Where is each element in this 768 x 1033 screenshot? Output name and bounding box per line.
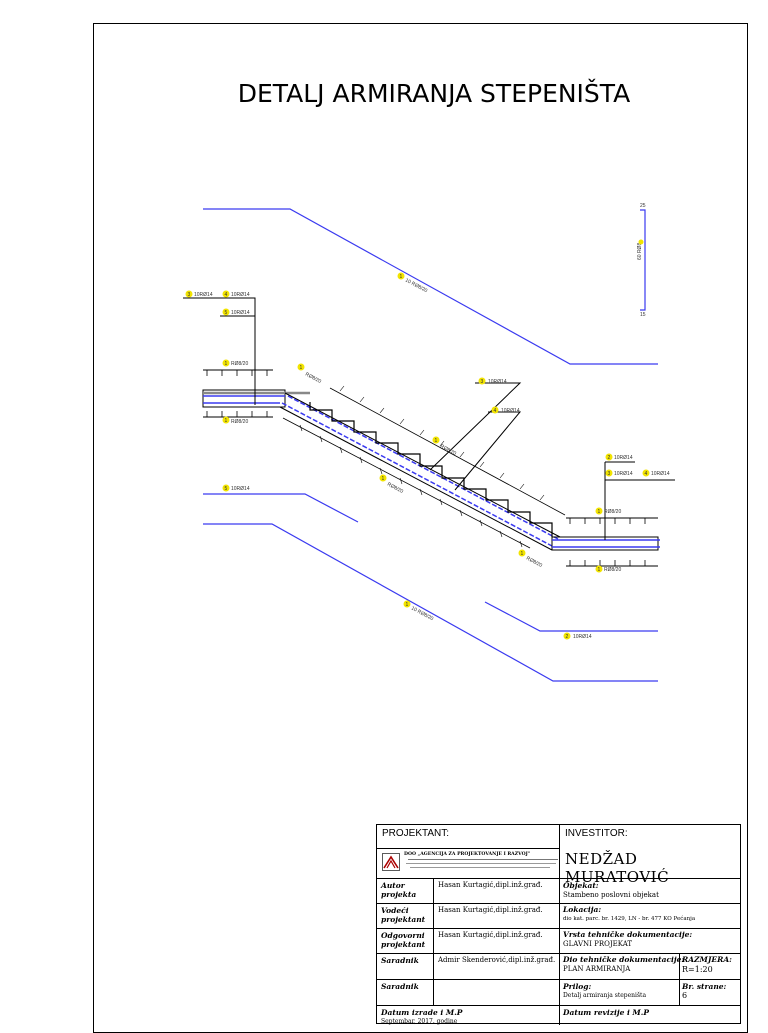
tag-text: RØ8/20 — [304, 371, 322, 384]
tag-num: 2 — [566, 634, 569, 640]
lokacija-label: Lokacija: — [563, 905, 602, 914]
prilog-label: Prilog: — [563, 982, 592, 991]
tag-text: 10RØ14 — [614, 455, 633, 461]
tag-text: 10RØ14 — [488, 379, 507, 385]
tag-num: 5 — [225, 486, 228, 492]
revizija-label: Datum revizije i M.P — [563, 1008, 649, 1017]
tag-num: 5 — [225, 310, 228, 316]
upper-landing-slab — [202, 389, 286, 408]
tag-num: 3 — [188, 292, 191, 298]
projektant-label: PROJEKTANT: — [382, 828, 450, 839]
tag-text: 10RØ14 — [651, 471, 670, 477]
dio-value: PLAN ARMIRANJA — [563, 965, 631, 973]
rebar-shape-top — [203, 208, 658, 365]
dio-label: Dio tehničke dokumentacije: — [563, 955, 685, 964]
title-block: PROJEKTANT: INVESTITOR: DOO „AGENCIJA ZA… — [376, 824, 741, 1025]
tag-num: 1 — [598, 567, 601, 573]
tag-num: 1 — [598, 509, 601, 515]
company-logo-icon — [382, 853, 400, 871]
tag-text: RØ8/20 — [231, 361, 248, 367]
tag-num: 4 — [494, 408, 497, 414]
tag-num: 4 — [225, 292, 228, 298]
row-value: Hasan Kurtagić,dipl.inž.građ. — [438, 881, 543, 889]
tag-num: 3 — [608, 471, 611, 477]
svg-text:25: 25 — [640, 203, 646, 209]
tag-num: 1 — [382, 476, 385, 482]
datum-value: Septembar, 2017. godine — [381, 1018, 458, 1025]
tag-text: 10RØ14 — [501, 408, 520, 414]
tag-num: 4 — [645, 471, 648, 477]
svg-text:15: 15 — [640, 312, 646, 318]
svg-text:60 RØ8: 60 RØ8 — [637, 243, 643, 260]
tag-num: 1 — [435, 438, 438, 444]
investitor-label: INVESTITOR: — [565, 828, 628, 839]
tag-text: 10RØ14 — [231, 292, 250, 298]
tag-num: 1 — [406, 602, 409, 608]
tag-text: RØ8/20 — [604, 509, 621, 515]
rebar-shape-vertical — [640, 209, 646, 311]
row-label: Saradnik — [381, 956, 419, 965]
row-value: Hasan Kurtagić,dipl.inž.građ. — [438, 931, 543, 939]
row-label: Odgovorni projektant — [381, 931, 426, 949]
tag-text: RØ8/20 — [525, 555, 543, 568]
rebar-shape-lower-left — [203, 493, 359, 523]
tag-text: RØ8/20 — [439, 443, 457, 456]
vrsta-value: GLAVNI PROJEKAT — [563, 940, 633, 948]
objekat-label: Objekat: — [563, 881, 599, 890]
brstrane-value: 6 — [682, 991, 688, 1000]
drawing-title: DETALJ ARMIRANJA STEPENIŠTA — [237, 79, 631, 108]
callout-tags: 3 10RØ14 4 10RØ14 5 10RØ14 1 RØ8/20 1 RØ… — [185, 272, 670, 640]
row-value: Admir Skenderović,dipl.inž.građ. — [438, 956, 556, 964]
tag-num: 1 — [521, 551, 524, 557]
row-label: Autor projekta — [381, 881, 417, 899]
tag-num: 3 — [481, 379, 484, 385]
investor-name: NEDŽAD MURATOVIĆ — [565, 850, 670, 886]
rebar-shape-bottom — [203, 523, 658, 682]
tag-num: 1 — [225, 361, 228, 367]
company-logo-area: DOO „AGENCIJA ZA PROJEKTOVANJE I RAZVOJ" — [382, 851, 558, 875]
company-name: DOO „AGENCIJA ZA PROJEKTOVANJE I RAZVOJ" — [404, 852, 531, 857]
tag-text: 10 RØ8/20 — [404, 277, 428, 294]
tag-num: 1 — [225, 418, 228, 424]
brstrane-label: Br. strane: — [682, 982, 727, 991]
tag-text: 10RØ14 — [614, 471, 633, 477]
prilog-value: Detalj armiranja stepeništa — [563, 992, 647, 999]
razmjera-value: R=1:20 — [682, 965, 713, 974]
razmjera-label: RAZMJERA: — [682, 955, 732, 964]
tag-text: RØ8/20 — [604, 567, 621, 573]
tag-text: 10RØ14 — [573, 634, 592, 640]
row-label: Vodeći projektant — [381, 906, 426, 924]
row-value: Hasan Kurtagić,dipl.inž.građ. — [438, 906, 543, 914]
tag-num: 2 — [608, 455, 611, 461]
tag-num: 1 — [300, 365, 303, 371]
tag-num: 1 — [400, 274, 403, 280]
tag-text: 10RØ14 — [194, 292, 213, 298]
objekat-value: Stambeno poslovni objekat — [563, 891, 659, 899]
row-label: Saradnik — [381, 982, 419, 991]
rebar-shape-lower-right — [484, 601, 658, 632]
vrsta-label: Vrsta tehničke dokumentacije: — [563, 930, 693, 939]
tag-text: RØ8/20 — [231, 419, 248, 425]
stair-steps — [309, 402, 553, 537]
tag-text: 10RØ14 — [231, 486, 250, 492]
tag-text: 10RØ14 — [231, 310, 250, 316]
lokacija-value: dio kat. parc. br. 1429, LN - br. 477 KO… — [563, 916, 696, 922]
datum-label: Datum izrade i M.P — [381, 1008, 463, 1017]
